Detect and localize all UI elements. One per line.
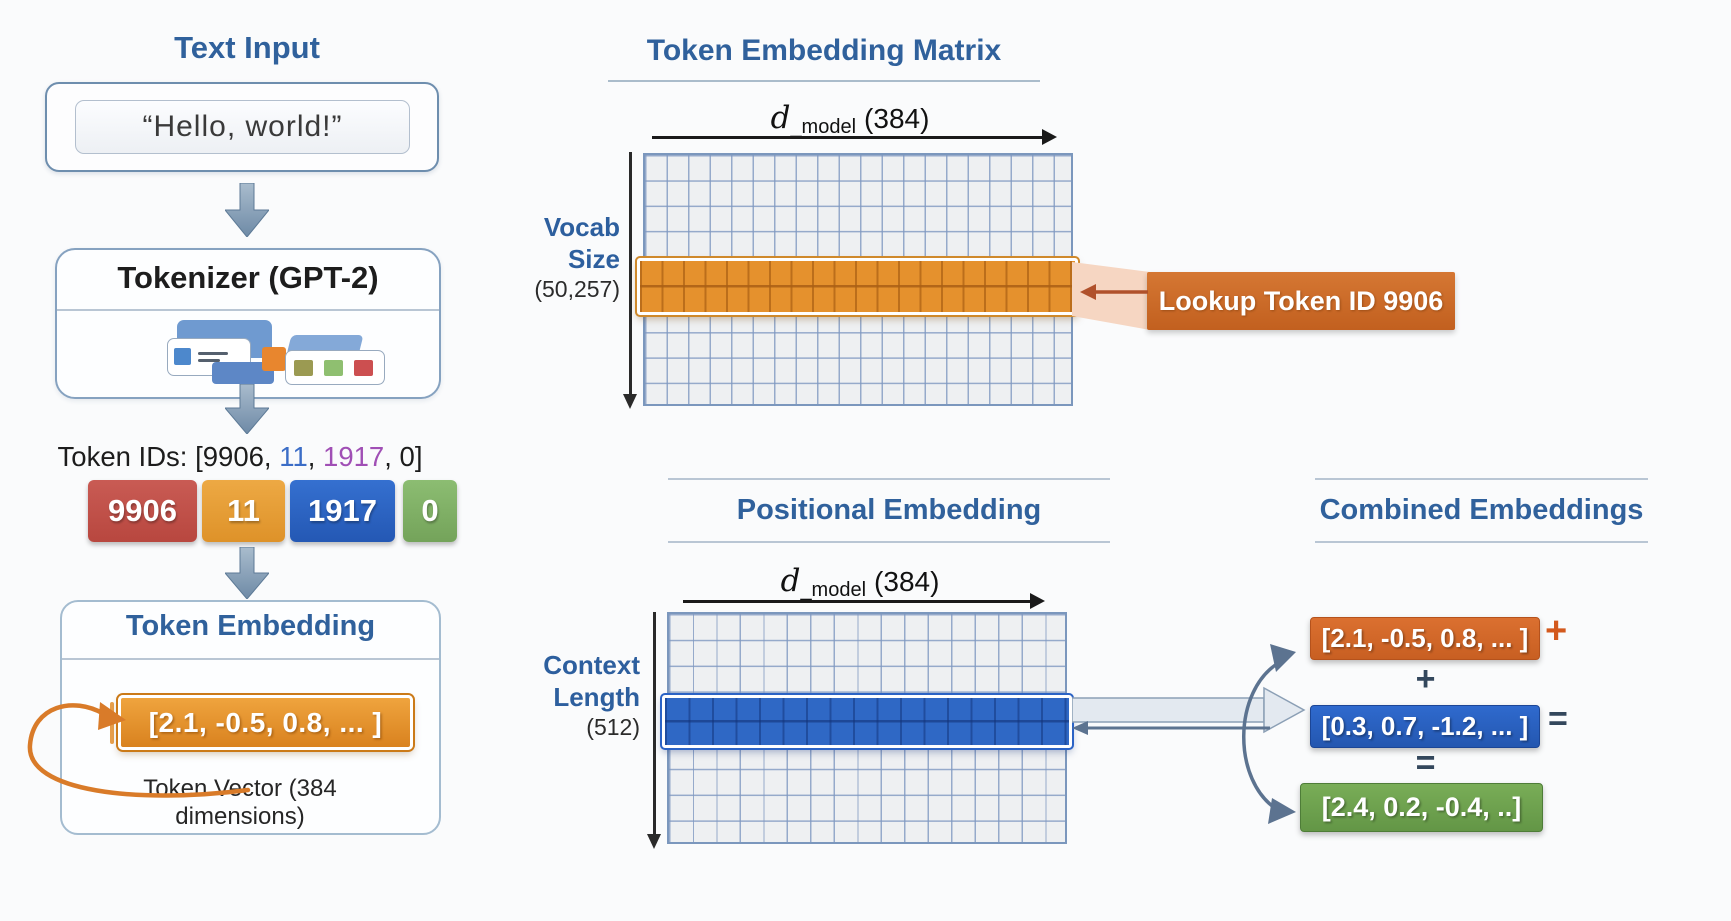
token-id-11: 11 bbox=[279, 441, 308, 472]
token-vector-box: [2.1, -0.5, 0.8, ... ] bbox=[118, 695, 413, 750]
title-underline bbox=[608, 80, 1040, 82]
plus-sign: + bbox=[1545, 610, 1568, 652]
token-id-chip-0: 0 bbox=[403, 480, 457, 542]
header-rule bbox=[1315, 541, 1648, 543]
text-input-box: “Hello, world!” bbox=[45, 82, 439, 172]
token-embedding-title: Token Embedding bbox=[125, 610, 376, 642]
d-model-axis-arrow bbox=[652, 136, 1042, 139]
token-chip-icon bbox=[262, 347, 286, 371]
token-ids-label: Token IDs: [9906, 11, 1917, 0] bbox=[57, 441, 423, 472]
text-line-icon bbox=[198, 359, 220, 362]
combined-embeddings-title: Combined Embeddings bbox=[1319, 494, 1644, 526]
arrow-head-down-icon bbox=[647, 834, 661, 849]
arrow-down-input-to-tokenizer bbox=[225, 183, 269, 237]
d-model-label: d_model(384) bbox=[770, 100, 930, 138]
token-square-icon bbox=[354, 360, 373, 376]
context-length-label: Context Length (512) bbox=[543, 650, 640, 741]
lookup-callout-connector bbox=[1072, 262, 1150, 330]
token-square-icon bbox=[324, 360, 343, 376]
context-length-axis bbox=[653, 612, 656, 834]
token-square-icon bbox=[174, 348, 191, 365]
token-square-icon bbox=[294, 360, 313, 376]
header-rule bbox=[668, 478, 1110, 480]
tokenizer-block-icon bbox=[212, 362, 274, 384]
embedding-matrix-title: Token Embedding Matrix bbox=[646, 34, 1002, 67]
tokenizer-title: Tokenizer (GPT-2) bbox=[117, 260, 379, 295]
combined-result-vector: [2.4, 0.2, -0.4, ..] bbox=[1300, 783, 1543, 832]
token-id-chip-11: 11 bbox=[202, 480, 285, 542]
lookup-arrow-left-icon bbox=[1080, 284, 1148, 300]
d-model-axis-arrow bbox=[683, 600, 1030, 603]
lookup-token-label: Lookup Token ID 9906 bbox=[1147, 272, 1455, 330]
token-id-chip-1917: 1917 bbox=[290, 480, 395, 542]
tokenizer-divider bbox=[57, 309, 439, 311]
d-model-label: d_model(384) bbox=[780, 563, 940, 601]
curved-arrow-icon bbox=[27, 702, 251, 798]
combined-positional-vector: [0.3, 0.7, -1.2, ... ] bbox=[1310, 705, 1540, 748]
arrow-down-ids-to-embedding bbox=[225, 547, 269, 599]
equals-sign: = bbox=[1548, 700, 1568, 738]
combined-token-vector: [2.1, -0.5, 0.8, ... ] bbox=[1310, 617, 1540, 660]
vocab-size-label: Vocab Size (50,257) bbox=[534, 212, 620, 303]
token-id-0: 0 bbox=[399, 441, 415, 472]
tokenizer-box: Tokenizer (GPT-2) bbox=[55, 248, 441, 399]
header-rule bbox=[668, 541, 1110, 543]
token-vector-caption: Token Vector (384 dimensions) bbox=[143, 775, 337, 830]
arrow-position-row-to-vector bbox=[1072, 686, 1306, 735]
token-id-9906: 9906 bbox=[202, 441, 264, 472]
highlighted-position-row bbox=[662, 695, 1072, 748]
arrow-down-tokenizer-to-ids bbox=[225, 384, 269, 434]
text-input-value: “Hello, world!” bbox=[75, 100, 410, 154]
equals-sign: = bbox=[1415, 744, 1436, 782]
arrow-head-right-icon bbox=[1042, 129, 1057, 145]
plus-sign: + bbox=[1415, 660, 1436, 698]
token-id-chip-9906: 9906 bbox=[88, 480, 197, 542]
text-line-icon bbox=[198, 352, 228, 355]
header-rule bbox=[1315, 478, 1648, 480]
token-strip-icon bbox=[285, 350, 385, 385]
text-input-title: Text Input bbox=[174, 30, 320, 65]
token-id-1917: 1917 bbox=[323, 441, 385, 472]
positional-embedding-title: Positional Embedding bbox=[736, 494, 1042, 526]
token-ids-prefix: Token IDs: [ bbox=[57, 441, 203, 472]
arrow-head-down-icon bbox=[623, 394, 637, 409]
branch-arc-arrows bbox=[1242, 644, 1296, 824]
highlighted-embedding-row bbox=[637, 258, 1078, 315]
arrow-head-right-icon bbox=[1030, 593, 1045, 609]
token-embedding-divider bbox=[62, 658, 439, 660]
vocab-size-axis bbox=[629, 152, 632, 394]
